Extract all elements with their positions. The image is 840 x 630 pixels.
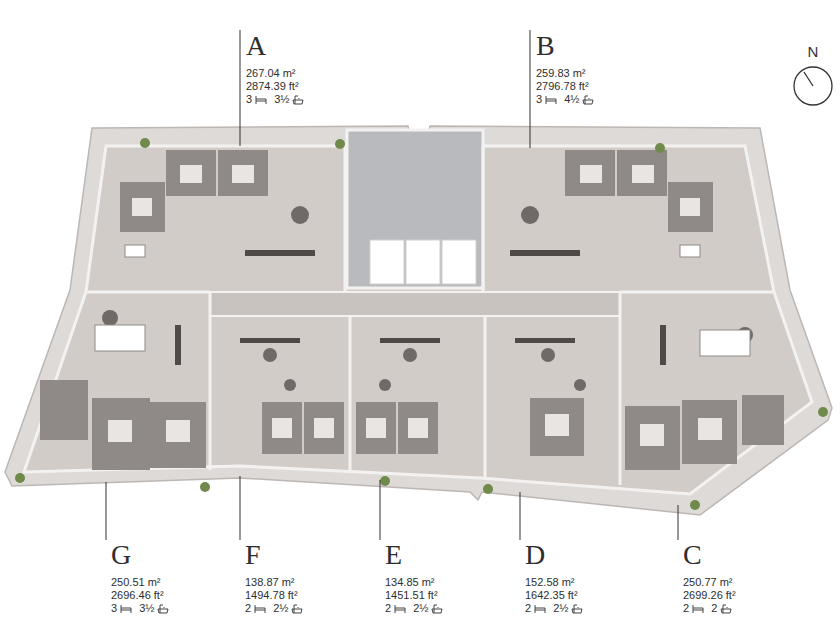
area-ft2: 2699.26 ft² (683, 590, 736, 601)
bed-icon (394, 603, 406, 614)
bath-icon (571, 603, 583, 614)
area-ft2: 2874.39 ft² (246, 81, 299, 92)
compass-north: N (808, 44, 819, 59)
bed-icon (534, 603, 546, 614)
area-m2: 138.87 m² (245, 577, 295, 588)
bathroom-count: 4½ (564, 94, 579, 105)
bedroom-count: 3 (246, 94, 252, 105)
area-m2: 259.83 m² (536, 68, 586, 79)
bedroom-count: 2 (385, 603, 391, 614)
bed-icon (120, 603, 132, 614)
bed-icon (255, 94, 267, 105)
unit-letter: A (246, 32, 266, 60)
unit-letter: D (525, 541, 545, 569)
bed-icon (254, 603, 266, 614)
unit-letter: G (111, 541, 131, 569)
area-m2: 250.77 m² (683, 577, 733, 588)
bath-icon (431, 603, 443, 614)
bath-icon (720, 603, 732, 614)
bed-icon (692, 603, 704, 614)
bedroom-count: 3 (111, 603, 117, 614)
area-ft2: 1451.51 ft² (385, 590, 438, 601)
bathroom-count: 3½ (274, 94, 289, 105)
bathroom-count: 2 (711, 603, 717, 614)
unit-letter: F (245, 541, 261, 569)
unit-letter: B (536, 32, 555, 60)
bath-icon (582, 94, 594, 105)
area-m2: 152.58 m² (525, 577, 575, 588)
area-ft2: 2696.46 ft² (111, 590, 164, 601)
bath-icon (291, 603, 303, 614)
bathroom-count: 3½ (139, 603, 154, 614)
area-ft2: 1494.78 ft² (245, 590, 298, 601)
area-m2: 267.04 m² (246, 68, 296, 79)
unit-letter: C (683, 541, 702, 569)
area-m2: 134.85 m² (385, 577, 435, 588)
bedroom-count: 2 (683, 603, 689, 614)
bathroom-count: 2½ (413, 603, 428, 614)
bathroom-count: 2½ (553, 603, 568, 614)
area-ft2: 1642.35 ft² (525, 590, 578, 601)
bath-icon (292, 94, 304, 105)
bed-icon (545, 94, 557, 105)
bath-icon (157, 603, 169, 614)
area-m2: 250.51 m² (111, 577, 161, 588)
unit-letter: E (385, 541, 402, 569)
area-ft2: 2796.78 ft² (536, 81, 589, 92)
bathroom-count: 2½ (273, 603, 288, 614)
bedroom-count: 2 (525, 603, 531, 614)
bedroom-count: 3 (536, 94, 542, 105)
bedroom-count: 2 (245, 603, 251, 614)
